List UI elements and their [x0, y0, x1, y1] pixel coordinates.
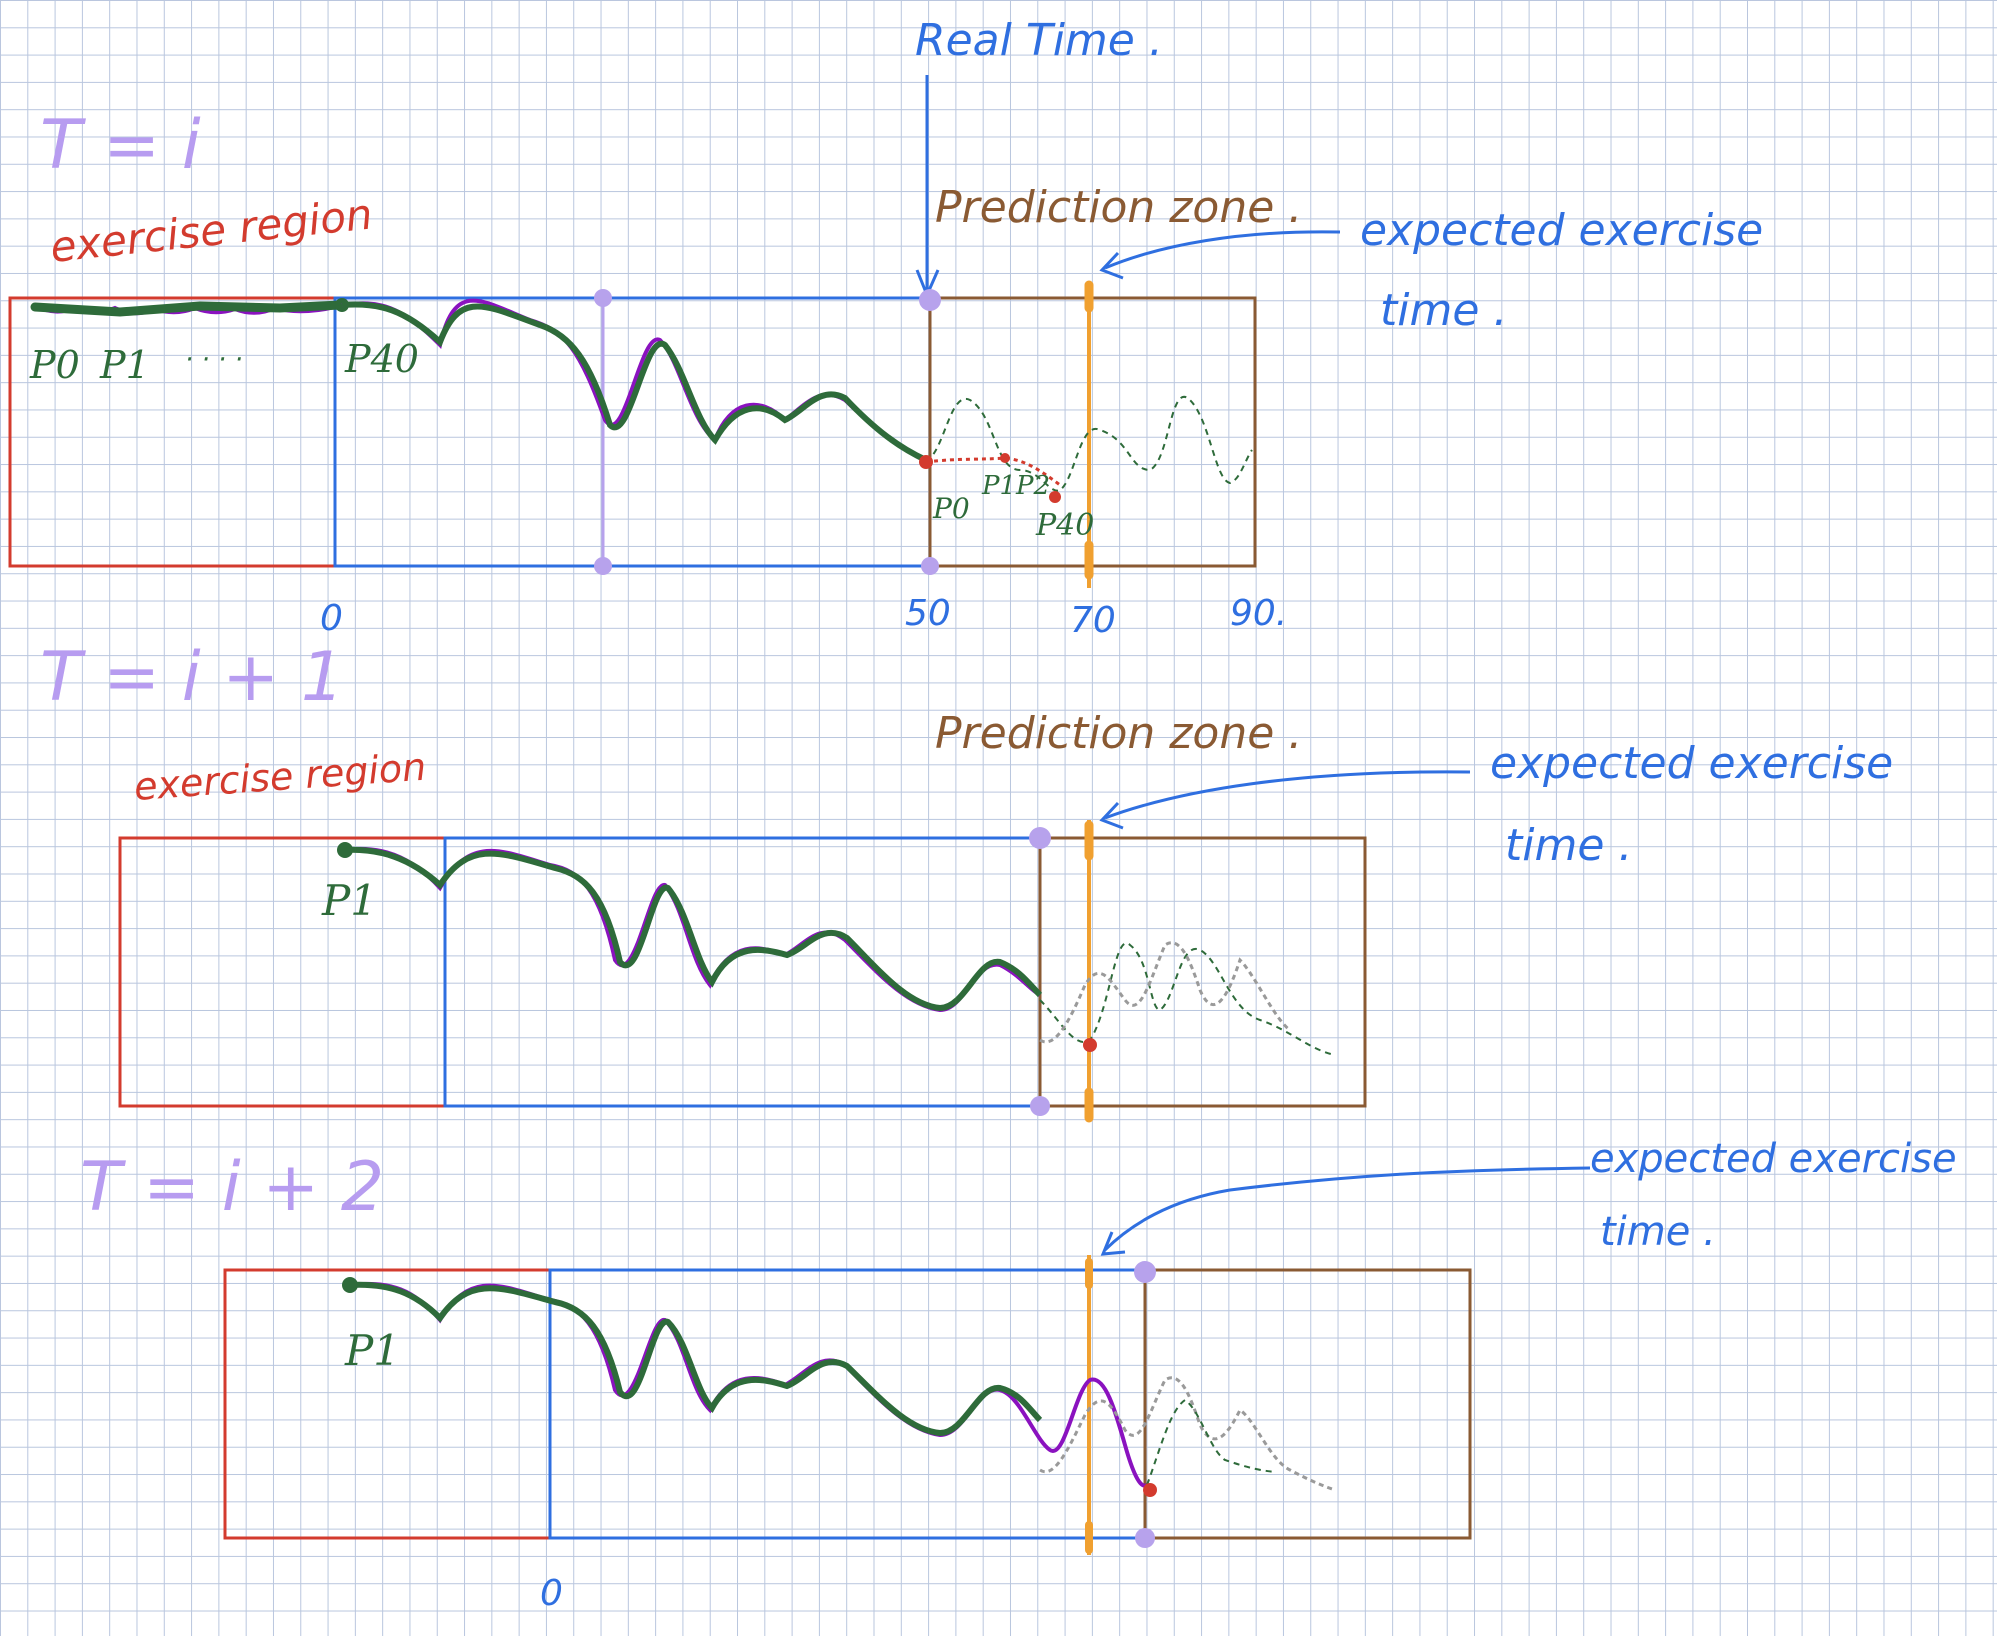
- pred-point-label-p0: P0: [932, 492, 970, 525]
- prediction-zone-label-1: Prediction zone .: [935, 182, 1302, 233]
- marker-dot: [1135, 1528, 1155, 1548]
- expected-arrow-2: [1104, 770, 1471, 820]
- marker-dot: [594, 557, 612, 575]
- point-p1-marker: [337, 842, 353, 858]
- prediction-zone-label-2: Prediction zone .: [935, 708, 1302, 759]
- predicted-red-path-1: [925, 456, 1061, 487]
- marker-dot: [1134, 1261, 1156, 1283]
- pred-point-label-p40: P40: [1035, 508, 1094, 543]
- expected-arrow-head-2: [1099, 801, 1124, 830]
- observed-green-path-2: [342, 846, 1043, 1012]
- marker-dot: [1030, 1096, 1050, 1116]
- expected-label-line2-2: time .: [1505, 820, 1632, 871]
- observed-window-box-2: [443, 836, 1042, 1108]
- tick-label-0: 0: [320, 598, 343, 639]
- exercise-green-path-1: [30, 300, 345, 317]
- expected-arrow-1: [1104, 230, 1341, 270]
- marker-dot: [594, 289, 612, 307]
- marker-dot: [921, 557, 939, 575]
- point-label-ellipsis: · · · ·: [185, 345, 243, 375]
- exercise-region-box-3: [223, 1268, 552, 1540]
- observed-price-path-3: [349, 1281, 1149, 1488]
- pred-point-label-p1p2: P1P2: [981, 471, 1050, 501]
- expected-label-line1-2: expected exercise: [1490, 738, 1893, 789]
- expected-arrow-head-1: [1099, 251, 1124, 280]
- exercise-region-label-1: exercise region: [48, 189, 375, 272]
- pred-point-marker: [1000, 453, 1010, 463]
- prediction-zone-box-3: [1143, 1268, 1472, 1540]
- observed-price-path-1: [341, 298, 928, 464]
- tick-label-50: 50: [905, 593, 951, 634]
- point-p1-marker: [342, 1277, 358, 1293]
- expected-label-line2-1: time .: [1380, 285, 1507, 336]
- point-label-p40: P40: [344, 337, 419, 381]
- real-time-label: Real Time .: [915, 15, 1163, 66]
- expected-arrow-3: [1103, 1166, 1591, 1252]
- point-label-p1-panel2: P1: [321, 876, 377, 925]
- predicted-dashed-path-3: [1146, 1398, 1276, 1486]
- expected-label-line2-3: time .: [1600, 1209, 1716, 1255]
- period-label-1: T = i: [40, 106, 201, 185]
- pred-point-marker: [1143, 1483, 1157, 1497]
- exercise-region-box-2: [118, 836, 447, 1108]
- panel-t-i-plus-2: T = i + 2 P1 0 expected exercise time .: [80, 1136, 1957, 1614]
- predicted-dashed-path-1: [925, 395, 1253, 492]
- panel-t-i: T = i exercise region Prediction zone . …: [8, 106, 1763, 641]
- expected-label-line1-1: expected exercise: [1360, 205, 1763, 256]
- exercise-region-label-2: exercise region: [133, 745, 428, 809]
- prediction-zone-box-2: [1038, 836, 1367, 1108]
- pred-point-marker: [1049, 491, 1061, 503]
- exercise-region-box-1: [8, 296, 337, 568]
- marker-dot: [1029, 827, 1051, 849]
- marker-dot: [919, 289, 941, 311]
- tick-label-70: 70: [1070, 600, 1116, 641]
- point-label-p0: P0: [29, 343, 80, 387]
- predicted-grey-path-3: [1039, 1376, 1336, 1492]
- pred-point-marker: [919, 455, 933, 469]
- observed-green-path-3: [349, 1281, 1043, 1437]
- point-label-p1: P1: [99, 343, 150, 387]
- period-label-3: T = i + 2: [80, 1148, 384, 1227]
- predicted-dashed-path-2a: [1039, 942, 1336, 1056]
- tick-label-0-panel3: 0: [540, 1573, 563, 1614]
- tick-label-90: 90.: [1230, 593, 1287, 634]
- observed-window-box-3: [548, 1268, 1147, 1540]
- point-label-p1-panel3: P1: [344, 1326, 400, 1375]
- panel-t-i-plus-1: T = i + 1 exercise region Prediction zon…: [40, 638, 1893, 1123]
- predicted-grey-path-2: [1039, 941, 1291, 1044]
- expected-arrow-head-3: [1100, 1231, 1126, 1256]
- expected-label-line1-3: expected exercise: [1590, 1136, 1957, 1182]
- observed-window-box-1: [333, 296, 932, 568]
- observed-green-path-1: [341, 301, 928, 463]
- pred-point-marker: [1083, 1038, 1097, 1052]
- period-label-2: T = i + 1: [40, 638, 344, 717]
